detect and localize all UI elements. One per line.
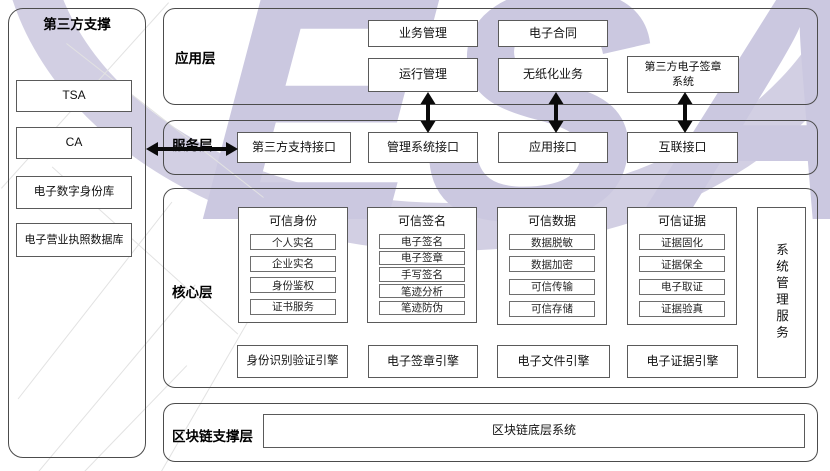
- node-blockchain-base-system: 区块链底层系统: [263, 414, 805, 448]
- node-e-contract: 电子合同: [498, 20, 608, 47]
- third-party-panel-title: 第三方支撑: [43, 17, 111, 32]
- column-trusted-identity: 可信身份 个人实名 企业实名 身份鉴权 证书服务: [238, 207, 348, 323]
- core-item-personal-realname: 个人实名: [250, 234, 336, 250]
- application-layer-box: [163, 8, 818, 105]
- core-item-trusted-storage: 可信存储: [509, 300, 595, 317]
- node-mgmt-system-interface: 管理系统接口: [368, 132, 478, 163]
- core-item-handwritten-signature: 手写签名: [379, 267, 465, 282]
- core-item-e-forensics: 电子取证: [639, 278, 725, 295]
- core-item-cert-service: 证书服务: [250, 298, 336, 315]
- core-item-data-encryption: 数据加密: [509, 256, 595, 273]
- node-third-party-support-interface: 第三方支持接口: [237, 132, 351, 163]
- blockchain-layer-label: 区块链支撑层: [172, 429, 253, 444]
- column-title: 可信签名: [397, 214, 446, 228]
- column-trusted-signature: 可信签名 电子签名 电子签章 手写签名 笔迹分析 笔迹防伪: [367, 207, 477, 323]
- node-tsa: TSA: [16, 80, 132, 112]
- column-title: 可信身份: [268, 214, 317, 228]
- core-item-evidence-fixation: 证据固化: [639, 234, 725, 250]
- core-layer-label: 核心层: [172, 285, 213, 300]
- node-digital-identity-db: 电子数字身份库: [16, 176, 132, 209]
- node-e-seal-engine: 电子签章引擎: [368, 345, 478, 378]
- third-party-panel: [8, 8, 146, 458]
- column-title: 可信证据: [657, 214, 706, 228]
- node-system-mgmt-service: 系统管理服务: [757, 207, 806, 378]
- double-arrow-vertical-icon: [548, 92, 564, 133]
- column-trusted-data: 可信数据 数据脱敏 数据加密 可信传输 可信存储: [497, 207, 607, 325]
- node-app-interface: 应用接口: [498, 132, 608, 163]
- node-paperless-business: 无纸化业务: [498, 58, 608, 92]
- node-identity-verification-engine: 身份识别验证引擎: [237, 345, 348, 378]
- double-arrow-vertical-icon: [677, 92, 693, 133]
- node-operation-mgmt: 运行管理: [368, 58, 478, 92]
- core-layer-box: [163, 188, 818, 388]
- node-third-party-signature-system: 第三方电子签章系统: [644, 61, 722, 88]
- node-business-mgmt: 业务管理: [368, 20, 478, 47]
- core-item-evidence-preservation: 证据保全: [639, 256, 725, 273]
- node-e-file-engine: 电子文件引擎: [497, 345, 610, 378]
- core-item-handwriting-analysis: 笔迹分析: [379, 283, 465, 299]
- node-ca: CA: [16, 127, 132, 159]
- column-trusted-evidence: 可信证据 证据固化 证据保全 电子取证 证据验真: [627, 207, 737, 325]
- core-item-enterprise-realname: 企业实名: [250, 255, 336, 272]
- core-item-e-seal: 电子签章: [379, 250, 465, 266]
- core-item-evidence-verification: 证据验真: [639, 300, 725, 317]
- core-item-trusted-transfer: 可信传输: [509, 278, 595, 295]
- column-title: 可信数据: [527, 214, 576, 228]
- application-layer-label: 应用层: [175, 51, 216, 66]
- double-arrow-vertical-icon: [420, 92, 436, 133]
- double-arrow-horizontal-icon: [146, 142, 238, 156]
- node-e-evidence-engine: 电子证据引擎: [627, 345, 738, 378]
- core-item-data-masking: 数据脱敏: [509, 234, 595, 250]
- core-item-identity-auth: 身份鉴权: [250, 277, 336, 294]
- blockchain-layer-box: [163, 403, 818, 462]
- core-item-handwriting-antiforgery: 笔迹防伪: [379, 300, 465, 315]
- core-item-e-signature: 电子签名: [379, 234, 465, 249]
- node-interconnect-interface: 互联接口: [627, 132, 738, 163]
- node-business-license-db: 电子营业执照数据库: [16, 223, 132, 257]
